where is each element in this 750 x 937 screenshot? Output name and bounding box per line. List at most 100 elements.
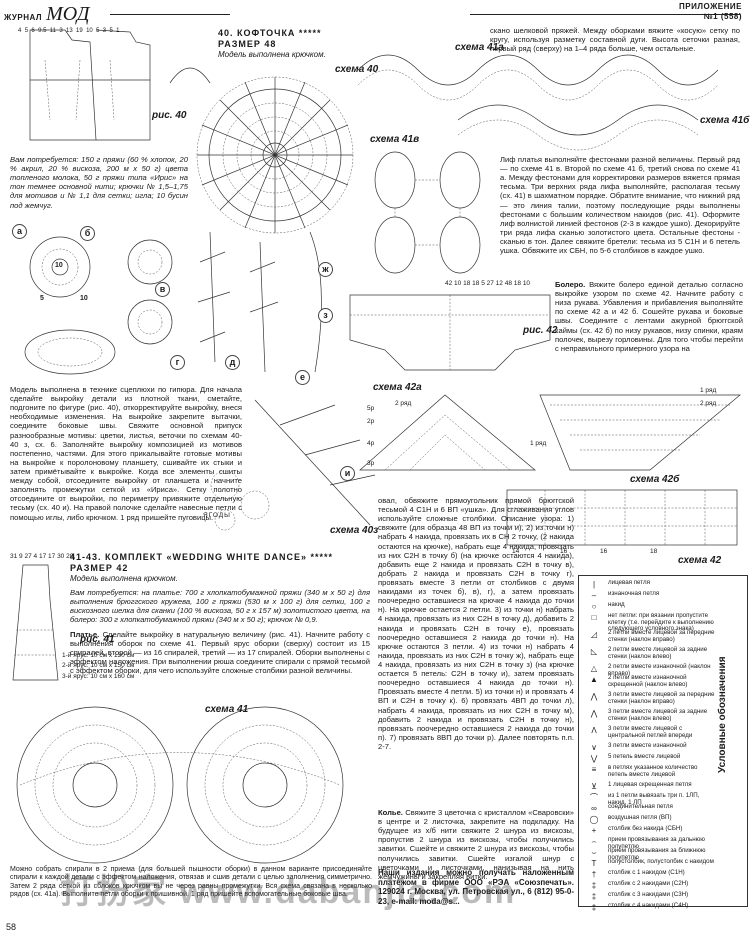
issue-header: ПРИЛОЖЕНИЕ №1 (558) xyxy=(679,2,742,21)
legend-item: накид xyxy=(608,601,625,608)
sleeve-drawing-40 xyxy=(169,67,211,84)
legend-item: 5 петель вместе лицевой xyxy=(608,753,681,760)
legend-symbol: – xyxy=(591,591,597,600)
tier-3: 3-й ярус: 10 см х 160 см xyxy=(62,672,135,680)
legend-item: 3 петли вместе лицевой за задние стенки … xyxy=(608,708,708,722)
legend-symbol: + xyxy=(591,826,597,835)
legend-box xyxy=(578,575,748,907)
legend-item: из 1 петли вывязать три п. 1ЛП, накид, 1… xyxy=(608,792,700,806)
watermark: 打扮家 www.dabanjia.com xyxy=(60,873,517,911)
ring-label-3: 10 xyxy=(80,295,88,302)
figure-41-label: рис. 41 xyxy=(80,634,115,645)
ring-label-1: 10 xyxy=(55,262,63,269)
legend-symbol: ⌢ xyxy=(591,837,597,846)
legend-item: 1 лицевая скрещенная петля xyxy=(608,781,692,788)
model-41-title: 41-43. КОМПЛЕКТ «WEDDING WHITE DANCE» **… xyxy=(70,552,334,562)
legend-symbol: ⋀ xyxy=(590,692,598,701)
col-right-top-text: скано шелковой пряжей. Между оборками вя… xyxy=(490,26,740,54)
model-41-subtitle: Модель выполнена крючком. xyxy=(70,573,178,583)
motif-z: з xyxy=(318,308,333,323)
pattern-40-numbers: 4 5 6 9.5 11 3 13 19 10 5 3 5 1 xyxy=(18,28,120,34)
supplement-label: ПРИЛОЖЕНИЕ xyxy=(679,2,742,11)
ring-label-2: 5 xyxy=(40,295,44,302)
scheme-40z-label: схема 40з xyxy=(330,525,379,536)
figure-42-numbers: 42 10 18 18 5 27 12 48 18 10 xyxy=(445,280,531,287)
necklace-text: Колье. Свяжите 3 цветочка с кристаллом «… xyxy=(378,808,574,881)
magazine-name-small: ЖУРНАЛ xyxy=(4,13,43,22)
legend-symbol: ⌣ xyxy=(591,848,597,857)
figure-41-drawing xyxy=(12,564,59,681)
motif-d: д xyxy=(225,355,240,370)
legend-symbol: † xyxy=(591,870,597,879)
motif-v: в xyxy=(155,282,170,297)
model-41-size: РАЗМЕР 42 xyxy=(70,562,129,573)
legend-symbol: ∞ xyxy=(591,804,597,813)
legend-symbol: ◿ xyxy=(590,630,598,639)
legend-item: воздушная петля (ВП) xyxy=(608,814,672,821)
legend-symbol: ▲ xyxy=(590,675,598,684)
model-40-subtitle: Модель выполнена крючком. xyxy=(218,49,326,59)
scheme-42-label: схема 42 xyxy=(678,555,722,566)
scheme-40-label: схема 40 xyxy=(335,64,379,75)
legend-item: столбик с 3 накидами (С3Н) xyxy=(608,891,689,898)
scheme-42a-row4: 4р xyxy=(367,440,375,447)
figure-42-label: рис. 42 xyxy=(523,325,558,336)
figure-41-numbers: 31 9 27 4 17 17 30 20 xyxy=(10,553,74,560)
model-40-title-block: 40. КОФТОЧКА ***** РАЗМЕР 48 Модель выпо… xyxy=(218,28,378,59)
scheme-42a-row3: 3р xyxy=(367,460,375,467)
legend-item: 2 петли вместе лицевой за задние стенки … xyxy=(608,646,708,660)
motif-zh: ж xyxy=(318,262,333,277)
scheme-41ab-drawing xyxy=(358,54,719,151)
legend-item: 2 петли вместе лицевой за передние стенк… xyxy=(608,629,715,643)
scheme-42a-row2: 1 ряд xyxy=(530,440,547,447)
scheme-40z-branch xyxy=(210,399,376,531)
legend-symbol: ○ xyxy=(591,602,597,611)
pattern-drawing-40 xyxy=(29,29,151,141)
scheme-42-num-4: 18 xyxy=(650,548,658,555)
legend-symbol: ‡ xyxy=(591,892,597,901)
scheme-42-num-3: 16 xyxy=(600,548,608,555)
scheme-42-num-2: 16 xyxy=(560,548,568,555)
scheme-42-grid xyxy=(506,489,738,546)
legend-symbol: ◯ xyxy=(589,815,599,824)
model-40-materials: Вам потребуется: 150 г пряжи (60 % хлопо… xyxy=(10,155,188,210)
legend-item: изнаночная петля xyxy=(608,590,660,597)
header-rule-right xyxy=(470,14,740,15)
scheme-42ab-drawing xyxy=(359,394,741,471)
berries-label: ЯГОДЫ xyxy=(203,512,231,519)
legend-item: столбик с 1 накидом (С1Н) xyxy=(608,869,685,876)
legend-item: столбик с 4 накидами (С4Н) xyxy=(608,902,689,909)
legend-symbol: T xyxy=(591,859,597,868)
scheme-41a-label: схема 41а xyxy=(455,42,504,53)
scheme-42a-row1: 2 ряд xyxy=(395,400,412,407)
magazine-logo: ЖУРНАЛ МОД xyxy=(4,2,89,26)
scheme-42b-row1: 1 ряд xyxy=(700,387,717,394)
legend-symbol: Λ xyxy=(591,726,597,735)
legend-item: 2 петли вместе изнаночной (наклон вправо… xyxy=(608,663,711,677)
legend-symbol: ◺ xyxy=(590,647,598,656)
legend-symbol: □ xyxy=(591,613,597,622)
magazine-name-logo: МОД xyxy=(46,3,90,25)
legend-symbol: ‡ xyxy=(591,903,597,912)
page-number: 58 xyxy=(6,922,17,932)
tier-1: 1-й ярус: 10 см х 130 см xyxy=(62,652,135,659)
legend-symbol: ‡ xyxy=(591,881,597,890)
legend-item: полустолбик, полустолбик с накидом xyxy=(608,858,714,865)
scheme-40-doily xyxy=(196,76,354,234)
legend-item: столбик без накида (СБН) xyxy=(608,825,683,832)
scheme-42a-row2b: 2р xyxy=(367,418,375,425)
legend-symbol: ≡ xyxy=(591,765,597,774)
scheme-41v-label: схема 41в xyxy=(370,134,420,145)
scheme-41v-drawing xyxy=(374,151,481,274)
scheme-42a-label: схема 42а xyxy=(373,382,422,393)
figure-42-drawing xyxy=(349,294,551,371)
motif-e: е xyxy=(295,370,310,385)
scheme-42b-label: схема 42б xyxy=(630,474,680,485)
scheme-41b-label: схема 41б xyxy=(700,115,750,126)
legend-symbol: ⌒ xyxy=(590,793,598,802)
model-40-size: РАЗМЕР 48 xyxy=(218,38,277,49)
model-41-materials: Вам потребуется: на платье: 700 г хлопка… xyxy=(70,588,370,625)
scheme-42-num-1: 14 xyxy=(512,548,520,555)
legend-title: Условные обозначения xyxy=(717,656,728,774)
motif-a: а xyxy=(12,224,27,239)
